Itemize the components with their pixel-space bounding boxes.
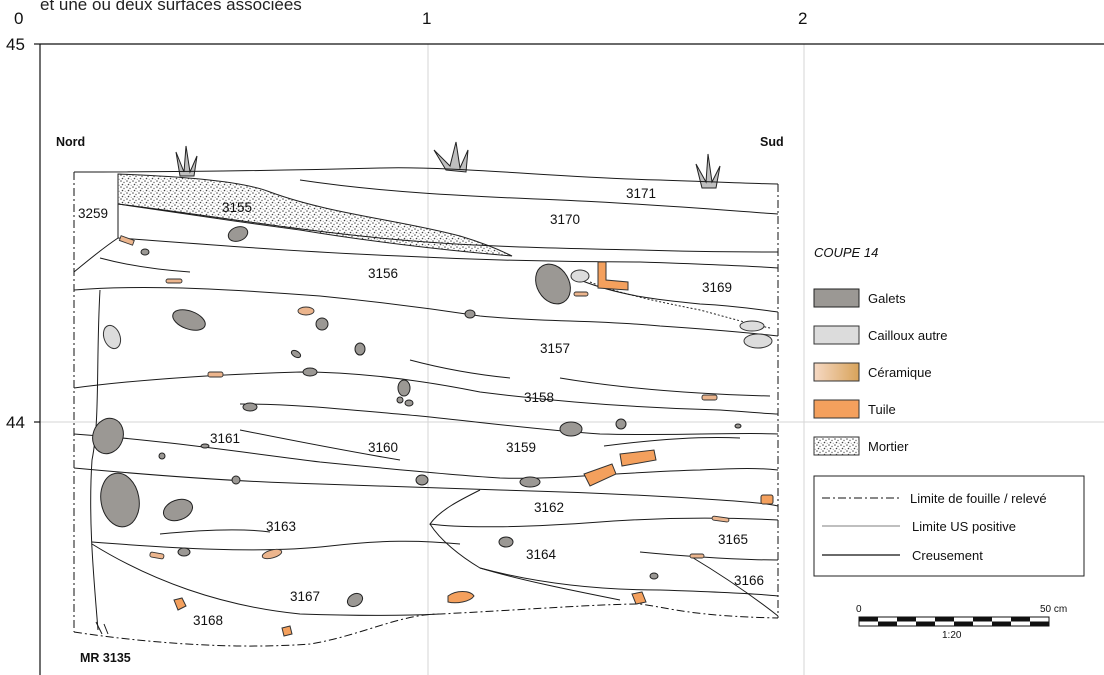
legend-label-limite-us: Limite US positive [912, 519, 1016, 534]
us-3165: 3165 [718, 532, 748, 547]
ceramique [118, 235, 730, 560]
legend-label-cailloux: Cailloux autre [868, 328, 948, 343]
header-fragment: et une ou deux surfaces associées [40, 0, 302, 14]
mortier-layer [117, 173, 513, 257]
us-3166: 3166 [734, 573, 764, 588]
tuile [173, 261, 774, 637]
legend-label-creusement: Creusement [912, 548, 983, 563]
us-3160: 3160 [368, 440, 398, 455]
legend-title: COUPE 14 [814, 245, 878, 260]
galets [92, 226, 742, 608]
us-3164: 3164 [526, 547, 557, 562]
legend-swatch-galets [813, 288, 860, 308]
us-3259: 3259 [78, 206, 108, 221]
wall-outline [73, 174, 119, 273]
scale-bar: 0 50 cm 1:20 [856, 604, 1067, 641]
grid [34, 43, 1104, 675]
us-3170: 3170 [550, 212, 580, 227]
y-tick-44: 44 [6, 413, 25, 432]
label-nord: Nord [56, 135, 85, 149]
us-3171: 3171 [626, 186, 656, 201]
wall-label: MR 3135 [80, 651, 131, 665]
legend-label-mortier: Mortier [868, 439, 909, 454]
us-3168: 3168 [193, 613, 223, 628]
x-tick-0: 0 [14, 9, 23, 28]
us-3169: 3169 [702, 280, 732, 295]
y-tick-45: 45 [6, 35, 25, 54]
us-3155: 3155 [222, 200, 252, 215]
us-3157: 3157 [540, 341, 570, 356]
scale-start: 0 [856, 604, 862, 615]
us-3159: 3159 [506, 440, 536, 455]
legend-swatch-mortier [813, 436, 860, 456]
label-sud: Sud [760, 135, 784, 149]
scale-end: 50 cm [1040, 604, 1067, 615]
us-3167: 3167 [290, 589, 320, 604]
us-3163: 3163 [266, 519, 296, 534]
us-labels: 3259 3155 3171 3170 3156 3169 3157 3158 … [78, 186, 764, 628]
us-3162: 3162 [534, 500, 564, 515]
legend-label-tuile: Tuile [868, 402, 896, 417]
legend: COUPE 14 Galets Cailloux autre Céramique… [813, 245, 1085, 577]
us-3156: 3156 [368, 266, 398, 281]
legend-swatch-cailloux [813, 325, 860, 345]
scale-ratio: 1:20 [942, 630, 962, 641]
us-3158: 3158 [524, 390, 554, 405]
legend-label-limite-fouille: Limite de fouille / relevé [910, 491, 1047, 506]
x-tick-1: 1 [422, 9, 431, 28]
grass-icon [175, 141, 721, 189]
cailloux [102, 269, 773, 350]
legend-label-ceramique: Céramique [868, 365, 932, 380]
legend-swatch-tuile [813, 399, 860, 419]
legend-swatch-ceramique [813, 362, 860, 382]
x-tick-2: 2 [798, 9, 807, 28]
legend-label-galets: Galets [868, 291, 906, 306]
us-3161: 3161 [210, 431, 240, 446]
us-boundaries [73, 167, 779, 617]
